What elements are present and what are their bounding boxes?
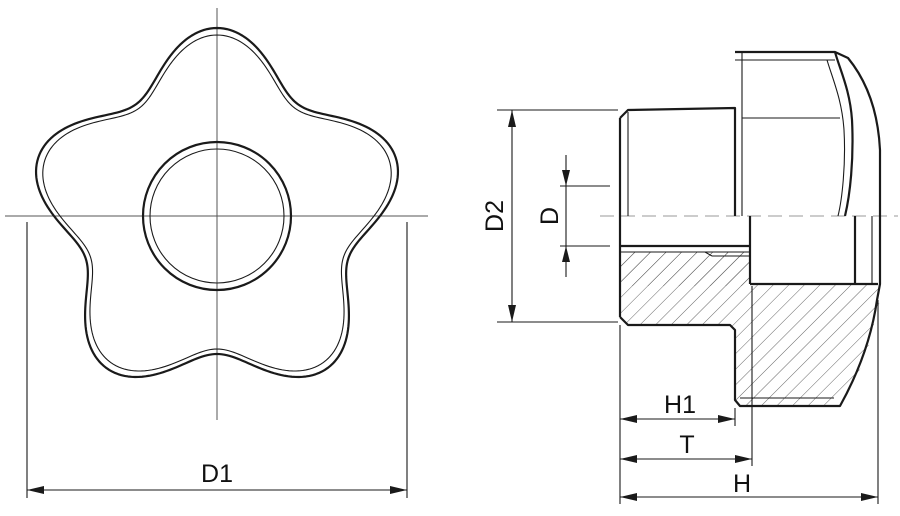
head-lobe-curve (833, 51, 854, 217)
hub-circle-outer (141, 140, 293, 292)
h1-label: H1 (664, 391, 696, 419)
knob-lobed-outline-inner (42, 34, 392, 372)
t-label: T (679, 431, 694, 459)
d1-arrow-left (27, 486, 44, 494)
h1-arrow-left (620, 415, 637, 423)
t-arrow-left (620, 455, 637, 463)
hub-circle-inner (149, 148, 285, 284)
h-arrow-left (620, 493, 637, 501)
front-view: D1 (5, 8, 428, 498)
head-lobe-curve-inner (826, 59, 846, 217)
knob-lobed-outline-outer (34, 26, 400, 379)
d2-label: D2 (481, 200, 509, 232)
d-label: D (536, 207, 564, 225)
d2-arrow-bottom (508, 305, 516, 322)
h-label: H (733, 470, 751, 498)
d1-label: D1 (201, 460, 233, 488)
d2-arrow-top (508, 110, 516, 127)
section-hatch-body (620, 252, 880, 406)
d-arrow-top (562, 170, 570, 186)
bore-thread-mark (704, 251, 713, 257)
h1-arrow-right (718, 415, 735, 423)
h-arrow-right (861, 493, 878, 501)
section-view: D2 D H1 T H (481, 50, 898, 504)
t-arrow-right (735, 455, 752, 463)
head-outline (619, 50, 882, 408)
shank-outline-upper (619, 106, 737, 216)
d1-arrow-right (390, 486, 407, 494)
d-arrow-bottom (562, 246, 570, 262)
